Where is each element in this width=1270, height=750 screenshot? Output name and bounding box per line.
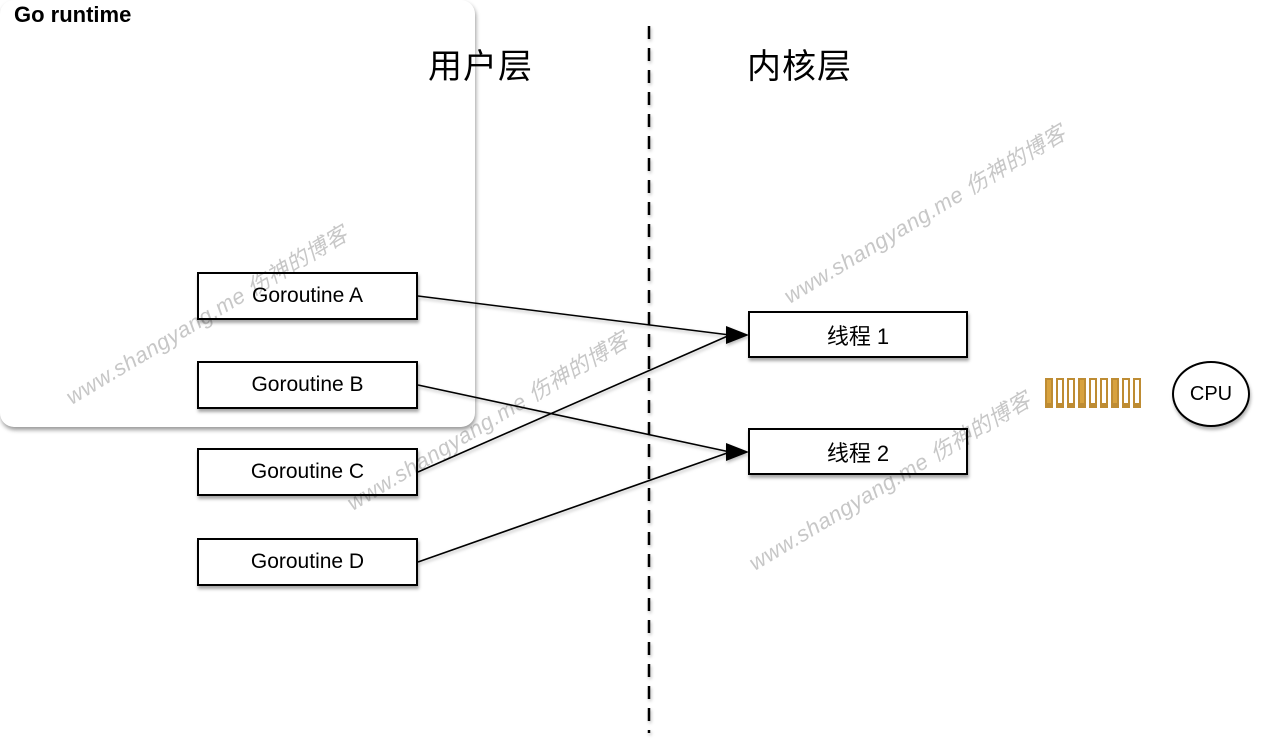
kernel-layer-title: 内核层 (747, 48, 852, 86)
cpu-label: CPU (1189, 382, 1233, 405)
goroutine-d-label: Goroutine D (250, 550, 365, 573)
thread-1-box: 线程 1 (748, 311, 968, 358)
queue-bar (1111, 378, 1119, 408)
run-queue-bars (1045, 378, 1141, 408)
go-runtime-label: Go runtime (14, 2, 132, 27)
edge-goroutine-a-thread-1 (417, 295, 731, 336)
go-runtime-box: Go runtime (0, 0, 475, 427)
edge-goroutine-d-thread-2 (417, 451, 731, 563)
goroutine-a-box: Goroutine A (197, 272, 418, 320)
goroutine-a-label: Goroutine A (252, 284, 363, 307)
goroutine-d-box: Goroutine D (197, 538, 418, 586)
queue-bar (1089, 378, 1097, 408)
queue-bar (1067, 378, 1075, 408)
queue-bar (1078, 378, 1086, 408)
goroutine-c-box: Goroutine C (197, 448, 418, 496)
queue-bar (1045, 378, 1053, 408)
thread-2-label: 线程 2 (826, 440, 890, 466)
goroutine-b-box: Goroutine B (197, 361, 418, 409)
arrowhead-thread-1 (726, 326, 749, 344)
edge-goroutine-c-thread-1 (417, 334, 731, 473)
queue-bar (1122, 378, 1130, 408)
goroutine-c-label: Goroutine C (250, 460, 365, 483)
cpu-circle: CPU (1172, 361, 1250, 427)
queue-bar (1056, 378, 1064, 408)
queue-bar (1100, 378, 1108, 408)
arrowhead-thread-2 (726, 443, 749, 461)
thread-2-box: 线程 2 (748, 428, 968, 475)
edge-goroutine-b-thread-2 (417, 384, 731, 453)
queue-bar (1133, 378, 1141, 408)
thread-1-label: 线程 1 (826, 323, 890, 349)
user-layer-title: 用户层 (428, 48, 533, 86)
goroutine-b-label: Goroutine B (251, 373, 364, 396)
